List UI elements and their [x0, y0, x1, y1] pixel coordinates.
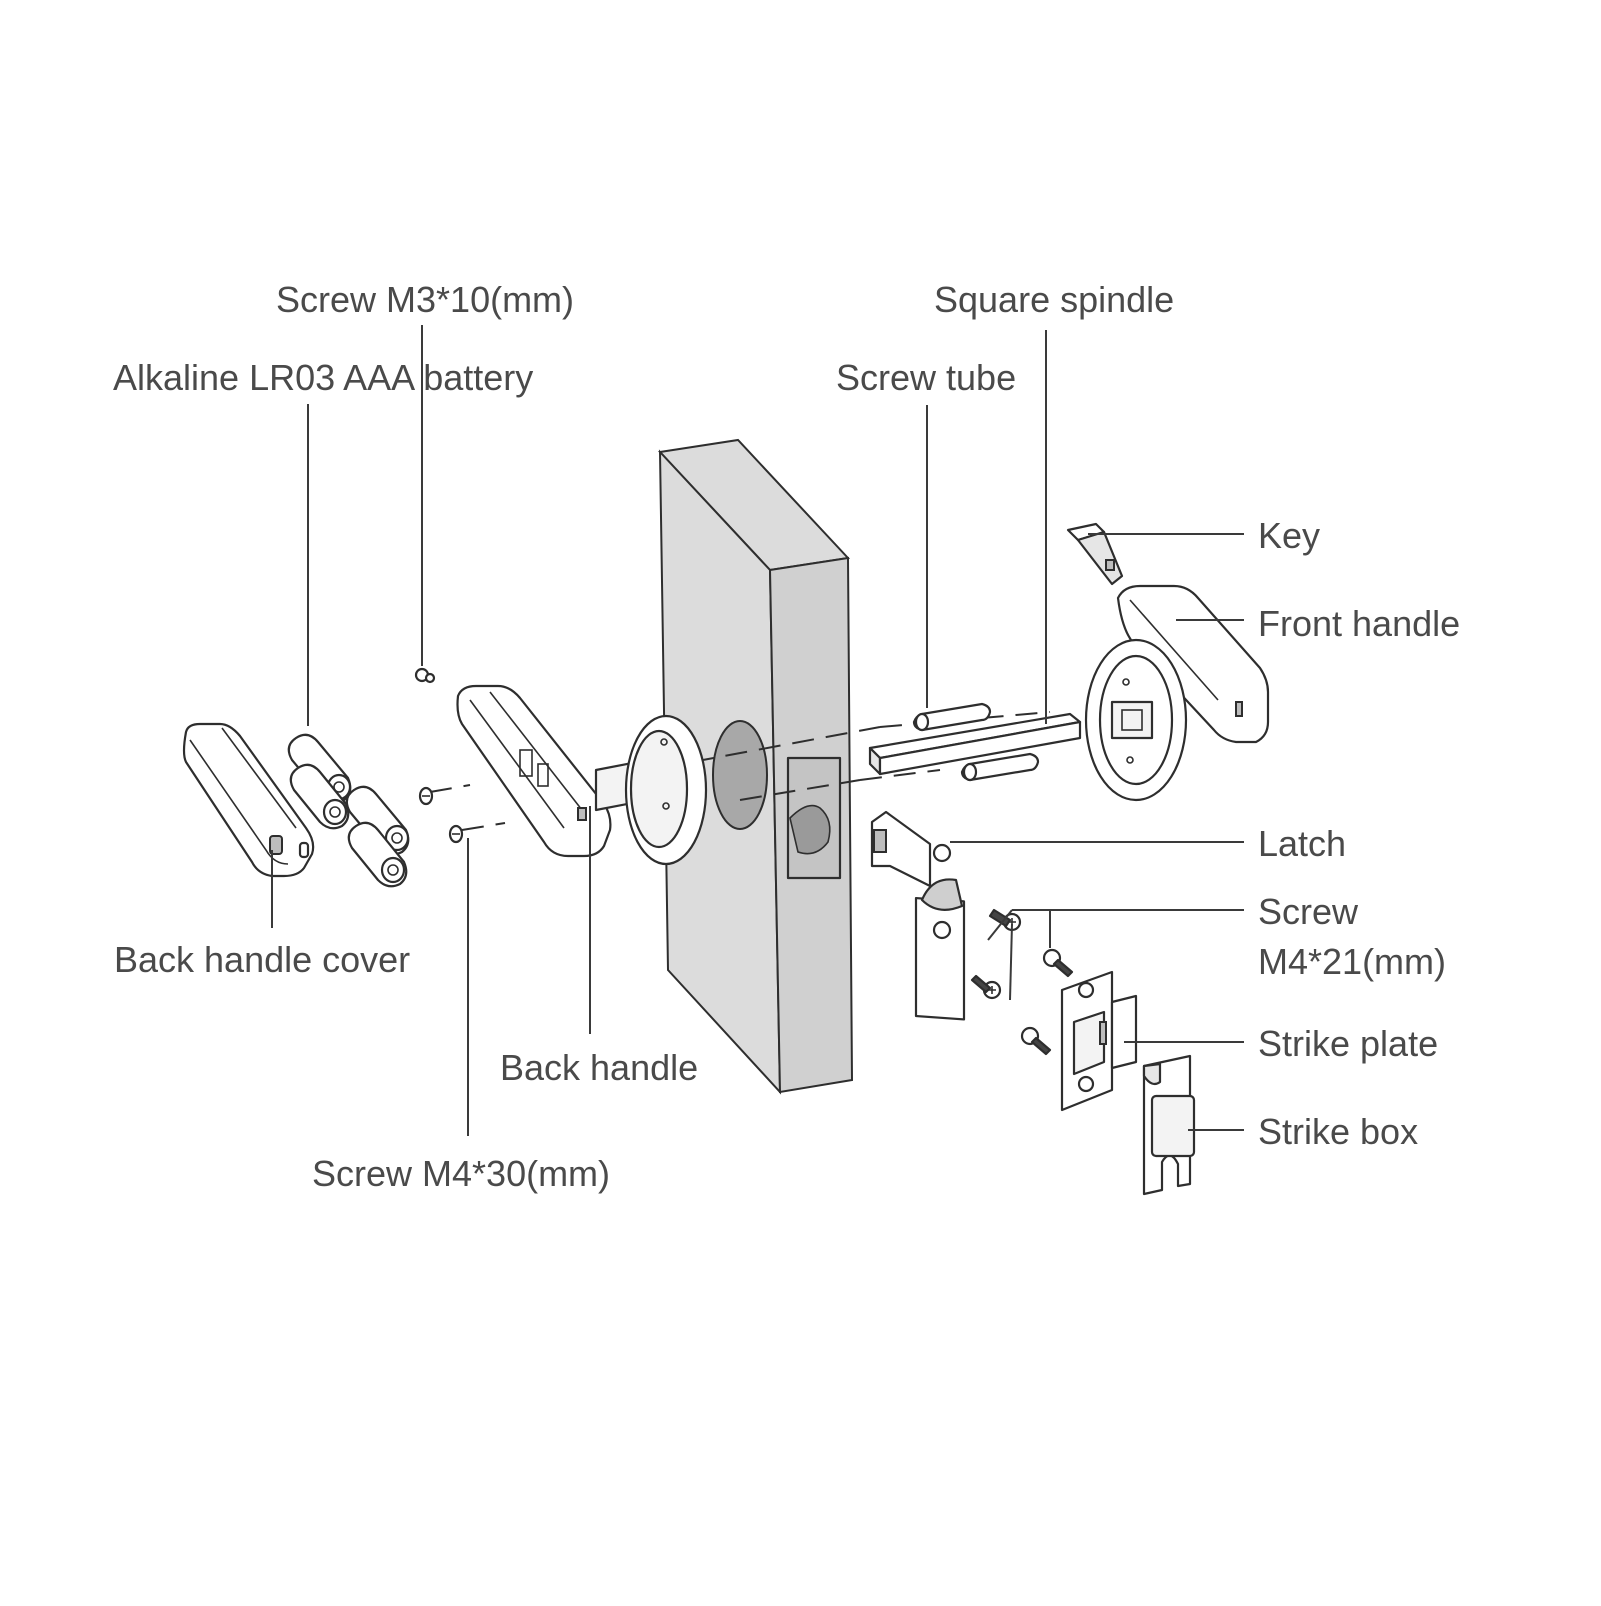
label-back-handle-cover: Back handle cover: [114, 939, 410, 980]
label-screw-m4-30: Screw M4*30(mm): [312, 1153, 610, 1194]
strike-box: [1142, 1054, 1196, 1196]
label-strike-plate: Strike plate: [1258, 1023, 1438, 1064]
label-front-handle: Front handle: [1258, 603, 1460, 644]
label-screw-m4-21-line2: M4*21(mm): [1258, 941, 1446, 982]
back-handle: [456, 684, 708, 866]
label-battery: Alkaline LR03 AAA battery: [113, 357, 533, 398]
key: [1066, 522, 1124, 586]
label-strike-box: Strike box: [1258, 1111, 1418, 1152]
label-screw-m4-21-line1: Screw: [1258, 891, 1359, 932]
latch: [870, 810, 966, 1021]
screws-m4-30: [418, 786, 464, 844]
screws-m4-21: [970, 908, 1074, 1056]
screw-m3-10: [414, 667, 436, 684]
strike-plate: [1060, 970, 1138, 1112]
aaa-batteries: [287, 733, 410, 888]
front-handle: [1084, 584, 1270, 802]
screw-tubes: [912, 702, 1040, 782]
label-key: Key: [1258, 515, 1320, 556]
door: [657, 438, 854, 1095]
label-back-handle: Back handle: [500, 1047, 698, 1088]
leader-lines: [271, 325, 1244, 1136]
label-square-spindle: Square spindle: [934, 279, 1174, 320]
label-screw-m3-10: Screw M3*10(mm): [276, 279, 574, 320]
label-screw-tube: Screw tube: [836, 357, 1016, 398]
label-latch: Latch: [1258, 823, 1346, 864]
square-spindle: [868, 712, 1082, 776]
back-handle-cover: [182, 722, 315, 878]
labels: Screw M3*10(mm) Alkaline LR03 AAA batter…: [113, 279, 1460, 1194]
